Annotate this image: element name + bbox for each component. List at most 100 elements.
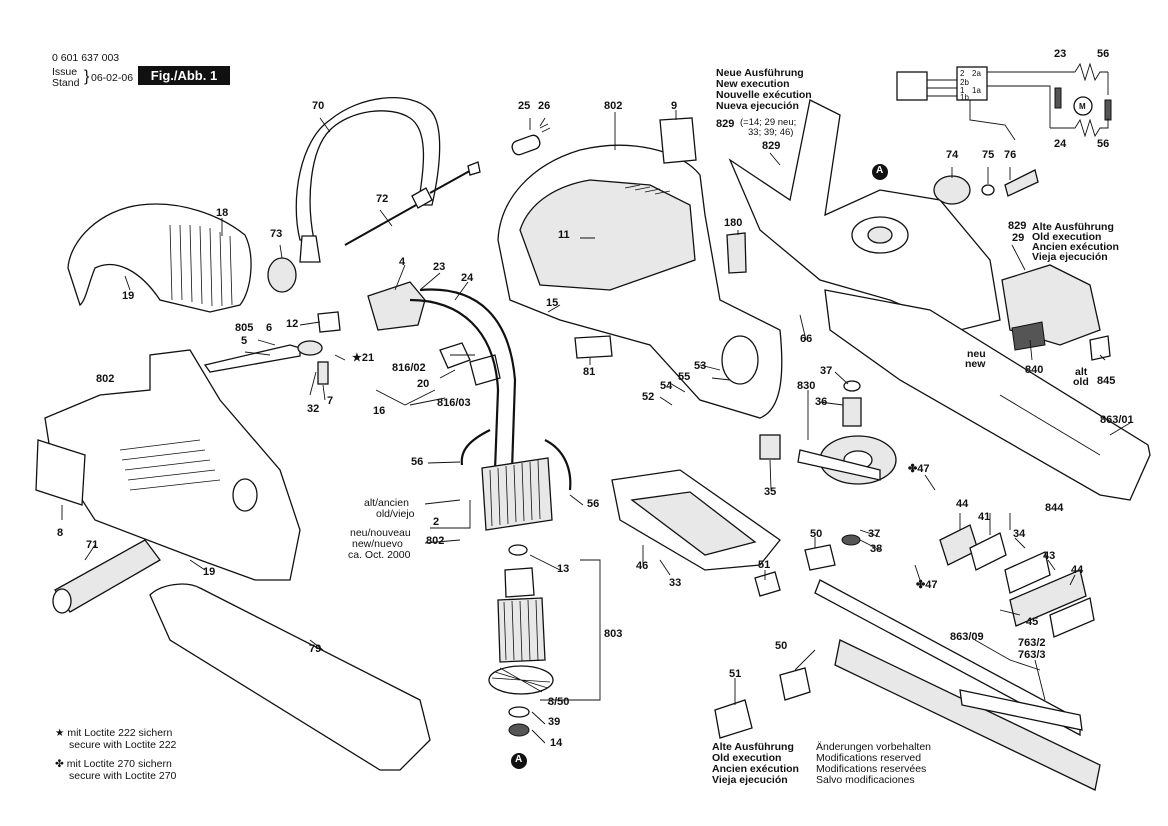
part-4-switch <box>317 281 426 333</box>
stand-label: Stand <box>52 77 80 89</box>
part-50-holder-old <box>779 667 811 701</box>
note-new-version-es: Nueva ejecución <box>716 100 799 112</box>
callout-7: 7 <box>327 395 334 407</box>
callout-14: 14 <box>550 737 563 749</box>
callout-21: 21 <box>361 352 375 364</box>
callout-54: 54 <box>660 380 673 392</box>
part-33-base-plate <box>611 469 781 571</box>
callout-23-schematic: 23 <box>1054 48 1067 60</box>
callout-47-upper: 47 <box>917 463 930 475</box>
callout-50-lower: 50 <box>775 640 788 652</box>
callout-25: 25 <box>518 100 531 112</box>
callout-32: 32 <box>307 403 320 415</box>
note-changes-en: Modifications reserved <box>816 752 922 764</box>
part-830-gear <box>797 435 897 485</box>
callout-830: 830 <box>797 380 816 392</box>
loctite-270-note: ✤ mit Loctite 270 sichern <box>55 758 172 770</box>
callout-76: 76 <box>1004 149 1017 161</box>
schematic-label-2: 2 <box>960 69 965 78</box>
note-new-version-de: Neue Ausführung <box>716 67 804 79</box>
callout-70: 70 <box>312 100 325 112</box>
part-73-knob <box>267 257 297 293</box>
part-51-holder-old <box>714 699 753 739</box>
callout-763-2: 763/2 <box>1018 637 1046 649</box>
part-72-bolt <box>344 161 481 246</box>
note-new-nuevo: new/nuevo <box>352 538 403 550</box>
callout-24-schematic: 24 <box>1054 138 1067 150</box>
callout-829-old: 829 <box>1008 220 1027 232</box>
part-8-plate <box>35 439 86 506</box>
part-7-clamp <box>317 361 329 385</box>
part-844-guide-plates <box>939 524 1095 638</box>
callout-845: 845 <box>1097 375 1116 387</box>
star-icon: ★ <box>352 352 362 364</box>
callout-24: 24 <box>461 272 474 284</box>
callout-863-09: 863/09 <box>950 631 984 643</box>
part-23-wire <box>419 288 517 471</box>
schematic-label-1: 1 <box>960 86 965 95</box>
loctite-270-de: mit Loctite 270 sichern <box>66 758 172 770</box>
part-863-01-saw-blade <box>824 289 1151 501</box>
callout-56-left: 56 <box>411 456 424 468</box>
cross-icon: ✤ <box>916 579 926 591</box>
note-old: old <box>1073 376 1089 388</box>
part-24-wire <box>409 298 500 471</box>
part-829-gear-housing-new <box>728 99 1001 331</box>
callout-6: 6 <box>266 322 273 334</box>
callout-leaders <box>61 110 1131 744</box>
figure-label: Fig./Abb. 1 <box>138 66 230 85</box>
callout-802-motor: 802 <box>426 535 445 547</box>
callout-29: 29 <box>1012 232 1025 244</box>
callout-46: 46 <box>636 560 649 572</box>
callout-805: 805 <box>235 322 254 334</box>
callout-26: 26 <box>538 100 551 112</box>
callout-75: 75 <box>982 149 995 161</box>
part-9-label-plate <box>659 117 697 164</box>
star-icon: ★ <box>55 727 65 739</box>
note-old-version-bottom-es: Vieja ejecución <box>712 774 788 786</box>
note-new-version-en: New execution <box>716 78 790 90</box>
callout-33: 33 <box>669 577 682 589</box>
schematic-label-2b: 2b <box>960 78 969 87</box>
callout-19: 19 <box>122 290 135 302</box>
part-802-upper-housing <box>497 144 783 419</box>
callout-34: 34 <box>1013 528 1026 540</box>
cross-icon: ✤ <box>908 463 918 475</box>
callout-829-new: 829 <box>762 140 781 152</box>
callout-37-lower: 37 <box>868 528 881 540</box>
callout-45: 45 <box>1026 616 1039 628</box>
part-71-roller <box>52 539 161 614</box>
note-changes-de: Änderungen vorbehalten <box>816 741 932 753</box>
wiring-schematic <box>896 62 1112 141</box>
callout-816-02: 816/02 <box>392 362 426 374</box>
callout-56-schematic-top: 56 <box>1097 48 1110 60</box>
callout-20: 20 <box>417 378 430 390</box>
note-829-composition-2: 33; 39; 46) <box>748 127 794 138</box>
part-25-capacitor <box>511 123 551 156</box>
callout-A-top: A <box>876 165 884 176</box>
callout-72: 72 <box>376 193 389 205</box>
part-180-label <box>726 232 747 274</box>
callout-12: 12 <box>286 318 299 330</box>
callout-5: 5 <box>241 335 248 347</box>
callout-23: 23 <box>433 261 446 273</box>
callout-38: 38 <box>870 543 883 555</box>
part-35-block <box>759 434 781 460</box>
callout-79: 79 <box>309 643 322 655</box>
callout-53: 53 <box>694 360 707 372</box>
part-74-knob <box>933 175 971 205</box>
callout-47-lower: 47 <box>925 579 938 591</box>
callout-41: 41 <box>978 511 991 523</box>
part-18-handle-cover <box>67 203 252 313</box>
callout-37-upper: 37 <box>820 365 833 377</box>
note-new: new <box>965 358 986 370</box>
callout-52: 52 <box>642 391 655 403</box>
issue-brace: } <box>84 68 90 85</box>
callout-50-upper: 50 <box>810 528 823 540</box>
callout-803: 803 <box>604 628 623 640</box>
note-ca-oct-2000: ca. Oct. 2000 <box>348 549 411 561</box>
callout-44-left: 44 <box>956 498 969 510</box>
callout-36: 36 <box>815 396 828 408</box>
issue-label: Issue <box>52 66 78 78</box>
